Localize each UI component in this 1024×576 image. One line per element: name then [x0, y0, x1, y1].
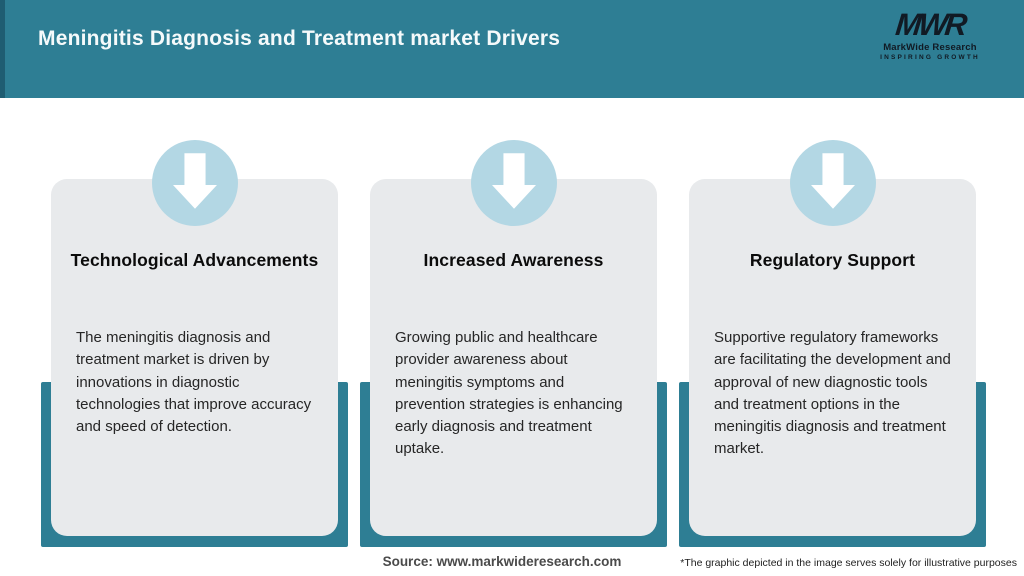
driver-card-increased-awareness: Increased Awareness Growing public and h…: [360, 140, 667, 547]
driver-card-regulatory-support: Regulatory Support Supportive regulatory…: [679, 140, 986, 547]
disclaimer-note: *The graphic depicted in the image serve…: [680, 557, 1017, 569]
card-panel: Technological Advancements The meningiti…: [51, 179, 338, 536]
page-title: Meningitis Diagnosis and Treatment marke…: [38, 27, 561, 50]
driver-cards-row: Technological Advancements The meningiti…: [41, 140, 986, 547]
logo-company-name: MarkWide Research: [883, 42, 977, 53]
logo-tagline: INSPIRING GROWTH: [880, 53, 980, 61]
header-banner: Meningitis Diagnosis and Treatment marke…: [0, 0, 1024, 98]
card-panel: Regulatory Support Supportive regulatory…: [689, 179, 976, 536]
card-title: Regulatory Support: [749, 250, 916, 270]
card-title: Increased Awareness: [423, 250, 604, 270]
source-line: Source: www.markwideresearch.com: [382, 554, 622, 569]
down-arrow-icon: [151, 140, 238, 226]
card-title: Technological Advancements: [70, 250, 319, 270]
down-arrow-icon: [470, 140, 557, 226]
down-arrow-icon: [789, 140, 876, 226]
brand-logo: MWR MarkWide Research INSPIRING GROWTH: [850, 7, 1010, 61]
driver-card-technological-advancements: Technological Advancements The meningiti…: [41, 140, 348, 547]
card-description: Growing public and healthcare provider a…: [395, 329, 623, 458]
card-panel: Increased Awareness Growing public and h…: [370, 179, 657, 536]
header-accent-stripe: [0, 0, 5, 98]
logo-mark-icon: MWR: [893, 7, 967, 42]
card-description: Supportive regulatory frameworks are fac…: [714, 329, 951, 458]
card-description: The meningitis diagnosis and treatment m…: [76, 329, 312, 436]
